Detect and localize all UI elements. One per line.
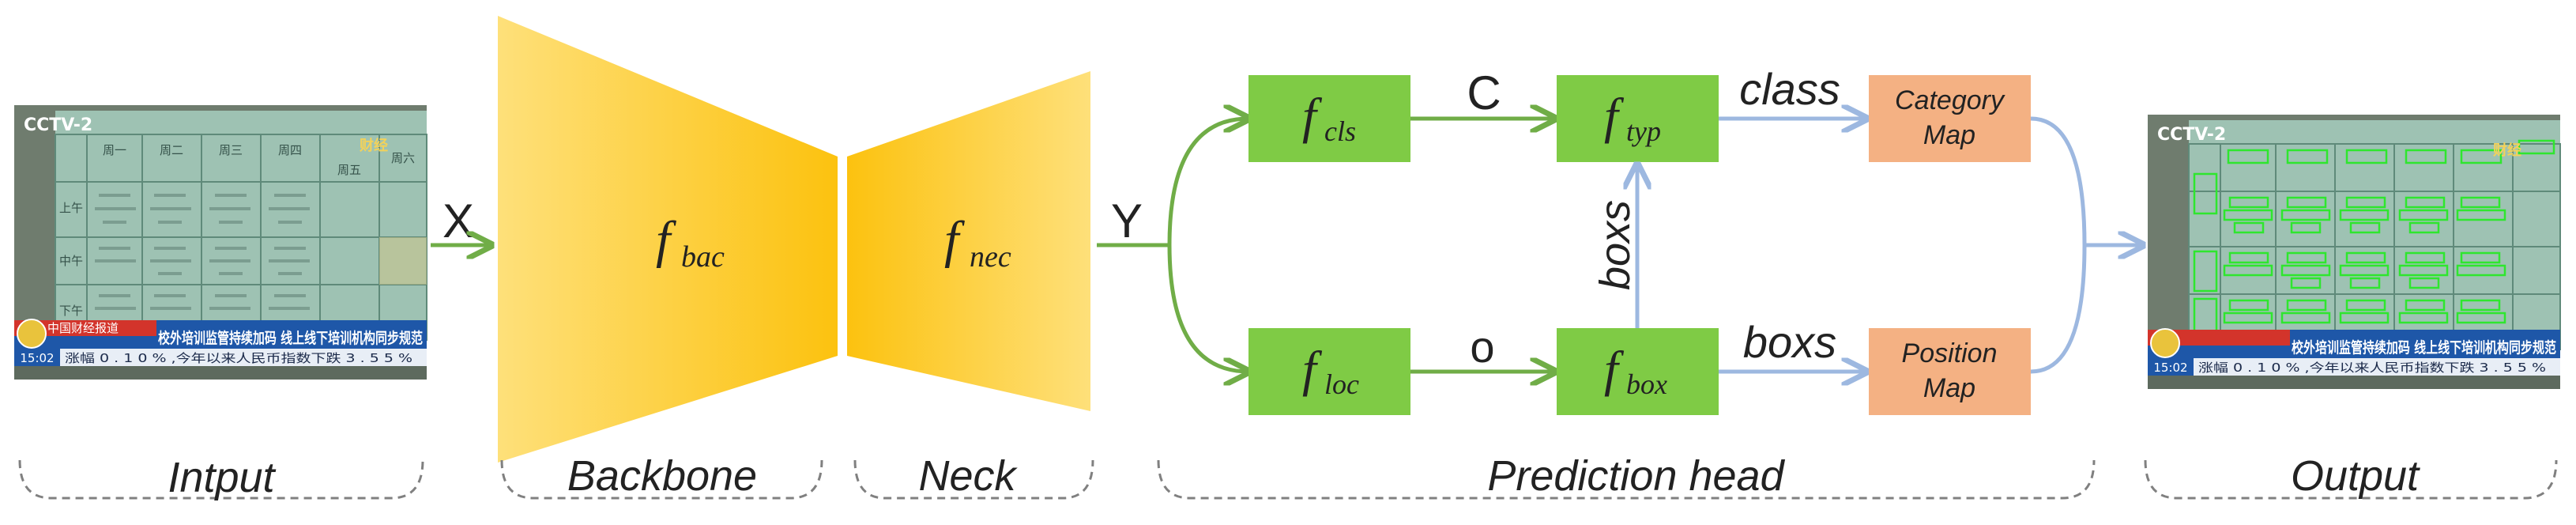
- input-corner-logo: 财经: [360, 137, 388, 154]
- input-day-1: 周一: [103, 143, 126, 157]
- section-output: Output: [2291, 452, 2420, 500]
- input-ticker-time: 15:02: [20, 351, 54, 365]
- input-channel: 中国财经报道: [47, 321, 119, 335]
- cls-module: f cls: [1248, 75, 1410, 162]
- brace-output: [2144, 459, 2558, 500]
- brace-input: [18, 459, 424, 500]
- output-logo: CCTV-2: [2157, 125, 2226, 145]
- brace-neck: [853, 459, 1094, 500]
- label-boxs: boxs: [1743, 317, 1836, 367]
- section-neck: Neck: [918, 452, 1018, 500]
- backbone-module: f bac: [498, 16, 838, 463]
- arrow-y-to-loc: [1167, 244, 1248, 372]
- brace-head: [1157, 459, 2096, 500]
- input-ticker: 涨幅 0 . 1 0 % ,今年以来人民币指数下跌 3 . 5 5 %: [65, 351, 412, 365]
- input-day-3: 周三: [219, 143, 243, 157]
- input-day-4: 周四: [278, 143, 302, 157]
- input-period-1: 上午: [59, 201, 83, 215]
- output-headline: 校外培训监管持续加码 线上线下培训机构同步规范: [2292, 338, 2556, 357]
- label-c: C: [1467, 66, 1501, 119]
- section-input: Intput: [168, 454, 276, 501]
- neck-module: f nec: [847, 71, 1090, 411]
- box-module: f box: [1557, 328, 1719, 415]
- section-backbone: Backbone: [567, 452, 757, 500]
- label-x: X: [443, 195, 474, 247]
- neck-sub: nec: [970, 240, 1011, 274]
- category-map: Category Map: [1869, 75, 2031, 162]
- backbone-sub: bac: [681, 240, 725, 274]
- input-day-2: 周二: [160, 143, 183, 157]
- output-image: CCTV-2 财经 校外培训监管持续加码 线上线下培训机构同步规范 15:02 …: [2148, 115, 2561, 389]
- input-timetable: [55, 134, 427, 341]
- input-channel-emblem: [17, 319, 47, 349]
- input-day-5: 周五: [337, 163, 361, 177]
- cls-sub: cls: [1324, 115, 1356, 147]
- brace-backbone: [500, 459, 823, 500]
- box-sub: box: [1626, 368, 1667, 400]
- label-boxs-vertical: boxs: [1591, 200, 1639, 290]
- typ-sub: typ: [1626, 115, 1661, 147]
- output-detections: [2193, 139, 2555, 340]
- input-logo: CCTV-2: [24, 115, 92, 135]
- position-map-line2: Map: [1923, 373, 1975, 403]
- output-ticker-time: 15:02: [2153, 361, 2187, 375]
- category-map-line1: Category: [1895, 85, 2005, 115]
- loc-module: f loc: [1248, 328, 1410, 415]
- input-day-6: 周六: [391, 151, 415, 165]
- category-map-line2: Map: [1923, 120, 1975, 150]
- merge-top: [2030, 116, 2087, 246]
- output-corner-logo: 财经: [2493, 142, 2521, 159]
- arrow-y-to-cls: [1167, 119, 1248, 246]
- label-class: class: [1739, 64, 1840, 114]
- label-o: o: [1470, 322, 1494, 372]
- label-y: Y: [1111, 195, 1143, 247]
- merge-bottom: [2030, 244, 2087, 374]
- input-period-2: 中午: [59, 254, 83, 268]
- input-headline: 校外培训监管持续加码 线上线下培训机构同步规范: [158, 329, 423, 347]
- section-head: Prediction head: [1487, 452, 1785, 500]
- input-period-3: 下午: [59, 304, 83, 318]
- output-ticker: 涨幅 0 . 1 0 % ,今年以来人民币指数下跌 3 . 5 5 %: [2198, 361, 2546, 375]
- position-map-line1: Position: [1902, 338, 1998, 368]
- input-image: CCTV-2 财经 周一 周二 周三 周四 周五 周六 上午 中午 下午: [14, 105, 427, 380]
- typ-module: f typ: [1557, 75, 1719, 162]
- loc-sub: loc: [1324, 368, 1359, 400]
- position-map: Position Map: [1869, 328, 2031, 415]
